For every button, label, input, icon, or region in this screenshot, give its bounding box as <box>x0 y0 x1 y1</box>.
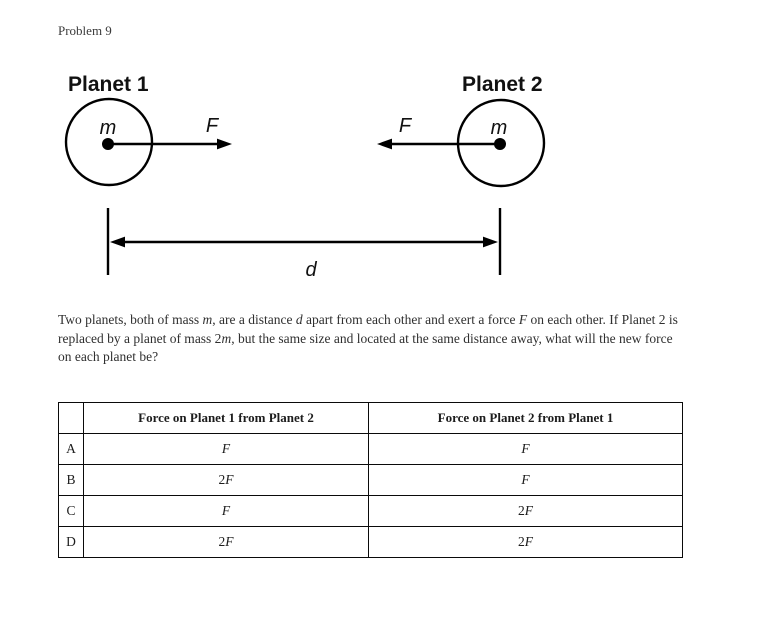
planet2-title: Planet 2 <box>462 73 543 96</box>
answer-a-col2[interactable]: F <box>368 433 683 465</box>
table-corner-cell <box>58 402 84 434</box>
answer-b-col1[interactable]: 2F <box>83 464 369 496</box>
answer-letter-a[interactable]: A <box>58 433 84 465</box>
answer-row-b[interactable]: B 2F F <box>58 464 683 496</box>
distance-label: d <box>305 259 317 281</box>
answer-d-col1[interactable]: 2F <box>83 526 369 558</box>
force2-arrowhead-icon <box>377 138 392 150</box>
answer-row-d[interactable]: D 2F 2F <box>58 526 683 558</box>
distance-arrowhead-right-icon <box>483 236 498 248</box>
planet1-circle <box>64 97 154 187</box>
answer-c-col1[interactable]: F <box>83 495 369 527</box>
question-line: on each planet be? <box>58 349 159 364</box>
force2-label: F <box>399 115 413 137</box>
planet1-mass-label: m <box>100 117 117 139</box>
question-line: replaced by a planet of mass 2m, but the… <box>58 330 673 346</box>
table-header-force-on-planet1: Force on Planet 1 from Planet 2 <box>83 402 369 434</box>
answer-letter-b[interactable]: B <box>58 464 84 496</box>
planet1-title: Planet 1 <box>68 73 149 96</box>
planet-diagram: Planet 1 Planet 2 m m F F d <box>64 73 546 281</box>
force1-arrowhead-icon <box>217 138 232 150</box>
question-line: Two planets, both of mass m, are a dista… <box>58 312 678 327</box>
answer-d-col2[interactable]: 2F <box>368 526 683 558</box>
force1-label: F <box>206 115 220 137</box>
answer-row-a[interactable]: A F F <box>58 433 683 465</box>
answer-c-col2[interactable]: 2F <box>368 495 683 527</box>
answer-table: Force on Planet 1 from Planet 2 Force on… <box>58 402 683 558</box>
planet2-mass-label: m <box>491 117 508 139</box>
answer-letter-c[interactable]: C <box>58 495 84 527</box>
distance-arrowhead-left-icon <box>110 236 125 248</box>
table-header-row: Force on Planet 1 from Planet 2 Force on… <box>58 402 683 434</box>
table-header-force-on-planet2: Force on Planet 2 from Planet 1 <box>368 402 683 434</box>
answer-row-c[interactable]: C F 2F <box>58 495 683 527</box>
question-text: Two planets, both of mass m, are a dista… <box>58 311 698 367</box>
answer-b-col2[interactable]: F <box>368 464 683 496</box>
answer-a-col1[interactable]: F <box>83 433 369 465</box>
answer-letter-d[interactable]: D <box>58 526 84 558</box>
page-title: Problem 9 <box>58 23 112 38</box>
